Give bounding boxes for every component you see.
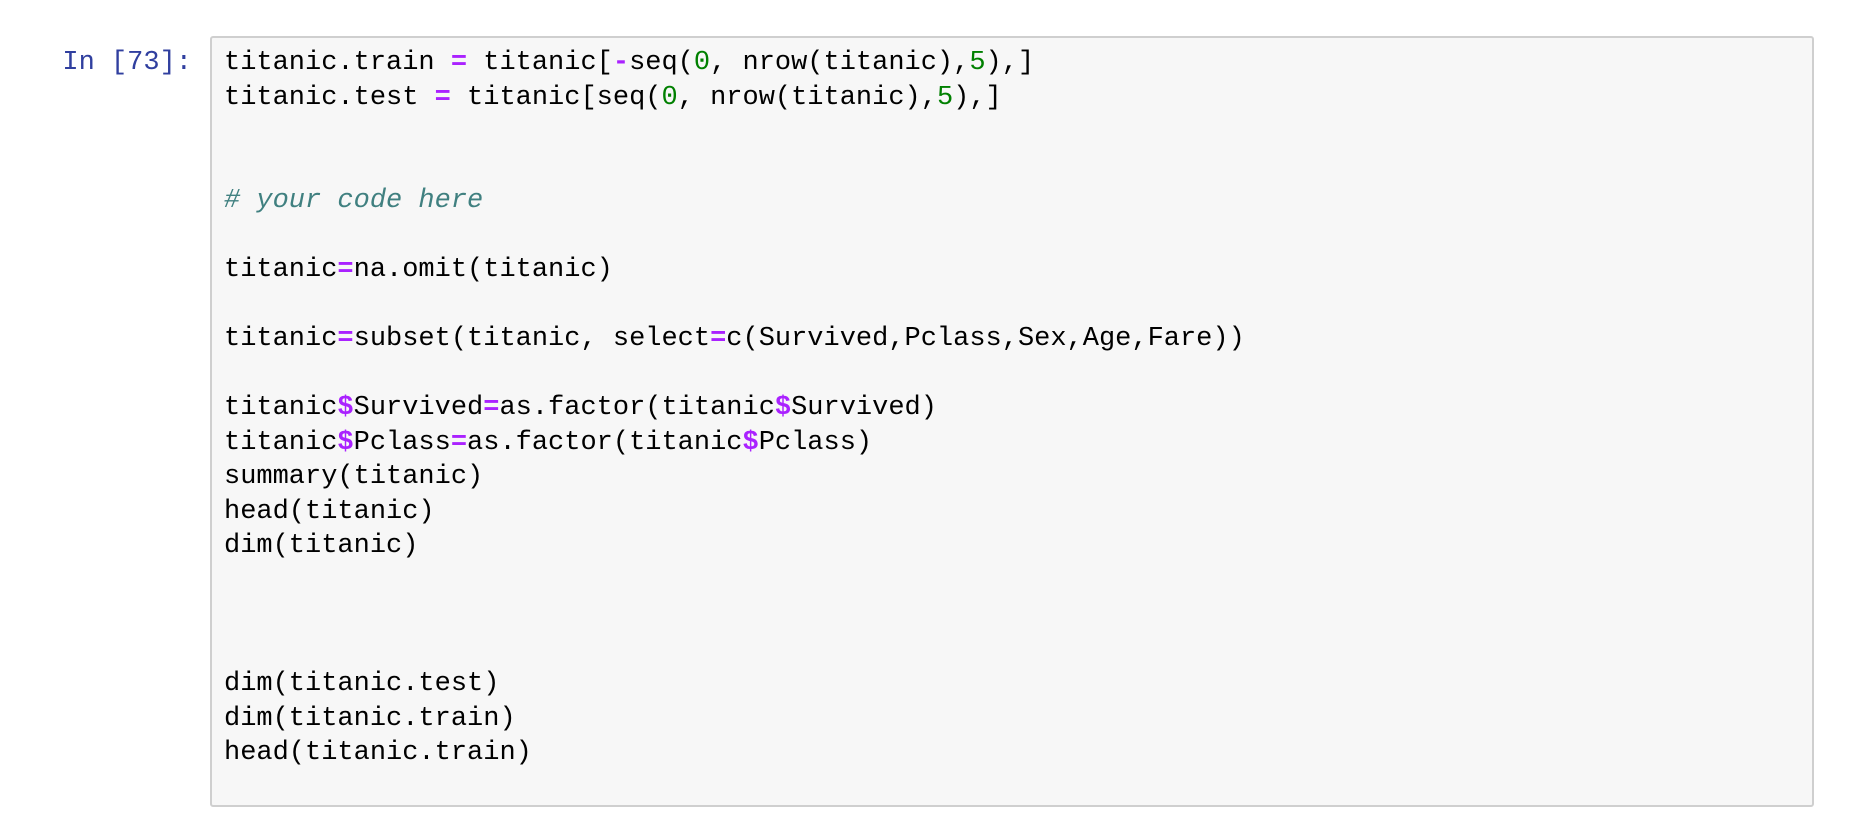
code-token: head(titanic) [224, 496, 435, 527]
code-line: # your code here [224, 184, 1800, 219]
code-line: dim(titanic.test) [224, 667, 1800, 702]
code-line: titanic.train = titanic[-seq(0, nrow(tit… [224, 46, 1800, 81]
input-prompt: In [73]: [62, 48, 192, 78]
code-token: titanic [224, 393, 338, 423]
code-token: as.factor(titanic [467, 427, 743, 458]
code-cell[interactable]: In [73]: titanic.train = titanic[-seq(0,… [0, 36, 1814, 807]
code-token: titanic [224, 255, 338, 285]
code-line [224, 564, 1800, 599]
code-token: Survived [353, 393, 484, 423]
code-token: c(Survived,Pclass,Sex,Age,Fare)) [726, 324, 1245, 354]
code-line: titanic$Survived=as.factor(titanic$Survi… [224, 391, 1800, 426]
code-line [224, 150, 1800, 185]
code-line: summary(titanic) [224, 460, 1800, 495]
code-token: # your code here [224, 186, 484, 216]
code-token: , nrow(titanic), [677, 82, 937, 113]
code-token: 0 [661, 82, 678, 113]
code-token: seq( [629, 48, 694, 78]
code-token: dim(titanic.test) [224, 669, 500, 699]
code-token: na.omit(titanic) [353, 255, 613, 285]
code-line [224, 771, 1800, 806]
code-token: = [337, 255, 354, 285]
code-token: Survived) [791, 393, 937, 423]
code-token: as.factor(titanic [499, 393, 775, 423]
code-token: dim(titanic) [224, 531, 419, 561]
code-line: titanic=na.omit(titanic) [224, 253, 1800, 288]
code-token: titanic[ [467, 48, 613, 78]
code-token: - [612, 48, 630, 78]
code-token: summary(titanic) [224, 462, 484, 492]
code-token: subset(titanic, select [353, 324, 711, 354]
code-token: $ [742, 427, 759, 458]
code-token: 5 [936, 82, 954, 113]
code-token: 0 [693, 48, 711, 78]
code-token: Pclass) [758, 427, 873, 458]
code-token: ),] [985, 48, 1035, 78]
code-line [224, 357, 1800, 392]
code-line: titanic.test = titanic[seq(0, nrow(titan… [224, 81, 1800, 116]
code-editor[interactable]: titanic.train = titanic[-seq(0, nrow(tit… [210, 36, 1814, 807]
code-token: = [483, 393, 500, 423]
code-line: dim(titanic) [224, 529, 1800, 564]
code-token: Pclass [353, 427, 451, 458]
code-token: titanic[seq( [450, 82, 662, 113]
code-token: 5 [969, 48, 986, 78]
code-line: titanic=subset(titanic, select=c(Survive… [224, 322, 1800, 357]
code-line [224, 115, 1800, 150]
code-token: = [450, 427, 468, 458]
code-token: titanic.train [224, 48, 451, 78]
code-token: = [434, 82, 451, 113]
code-line [224, 288, 1800, 323]
code-token: head(titanic.train) [224, 738, 532, 768]
code-token: titanic.test [224, 82, 435, 113]
code-token: titanic [224, 427, 338, 458]
code-line: head(titanic.train) [224, 736, 1800, 771]
code-line [224, 633, 1800, 668]
code-token: dim(titanic.train) [224, 703, 516, 734]
code-line: head(titanic) [224, 495, 1800, 530]
code-line: titanic$Pclass=as.factor(titanic$Pclass) [224, 426, 1800, 461]
code-token: = [337, 324, 354, 354]
code-lines: titanic.train = titanic[-seq(0, nrow(tit… [224, 46, 1800, 805]
code-token: $ [337, 427, 354, 458]
code-token: = [450, 48, 468, 78]
code-token: $ [337, 393, 354, 423]
code-line [224, 219, 1800, 254]
code-line [224, 598, 1800, 633]
code-token: , nrow(titanic), [710, 48, 970, 78]
code-token: = [710, 324, 727, 354]
code-token: $ [774, 393, 792, 423]
code-token: ),] [953, 82, 1002, 113]
code-line: dim(titanic.train) [224, 702, 1800, 737]
code-token: titanic [224, 324, 338, 354]
